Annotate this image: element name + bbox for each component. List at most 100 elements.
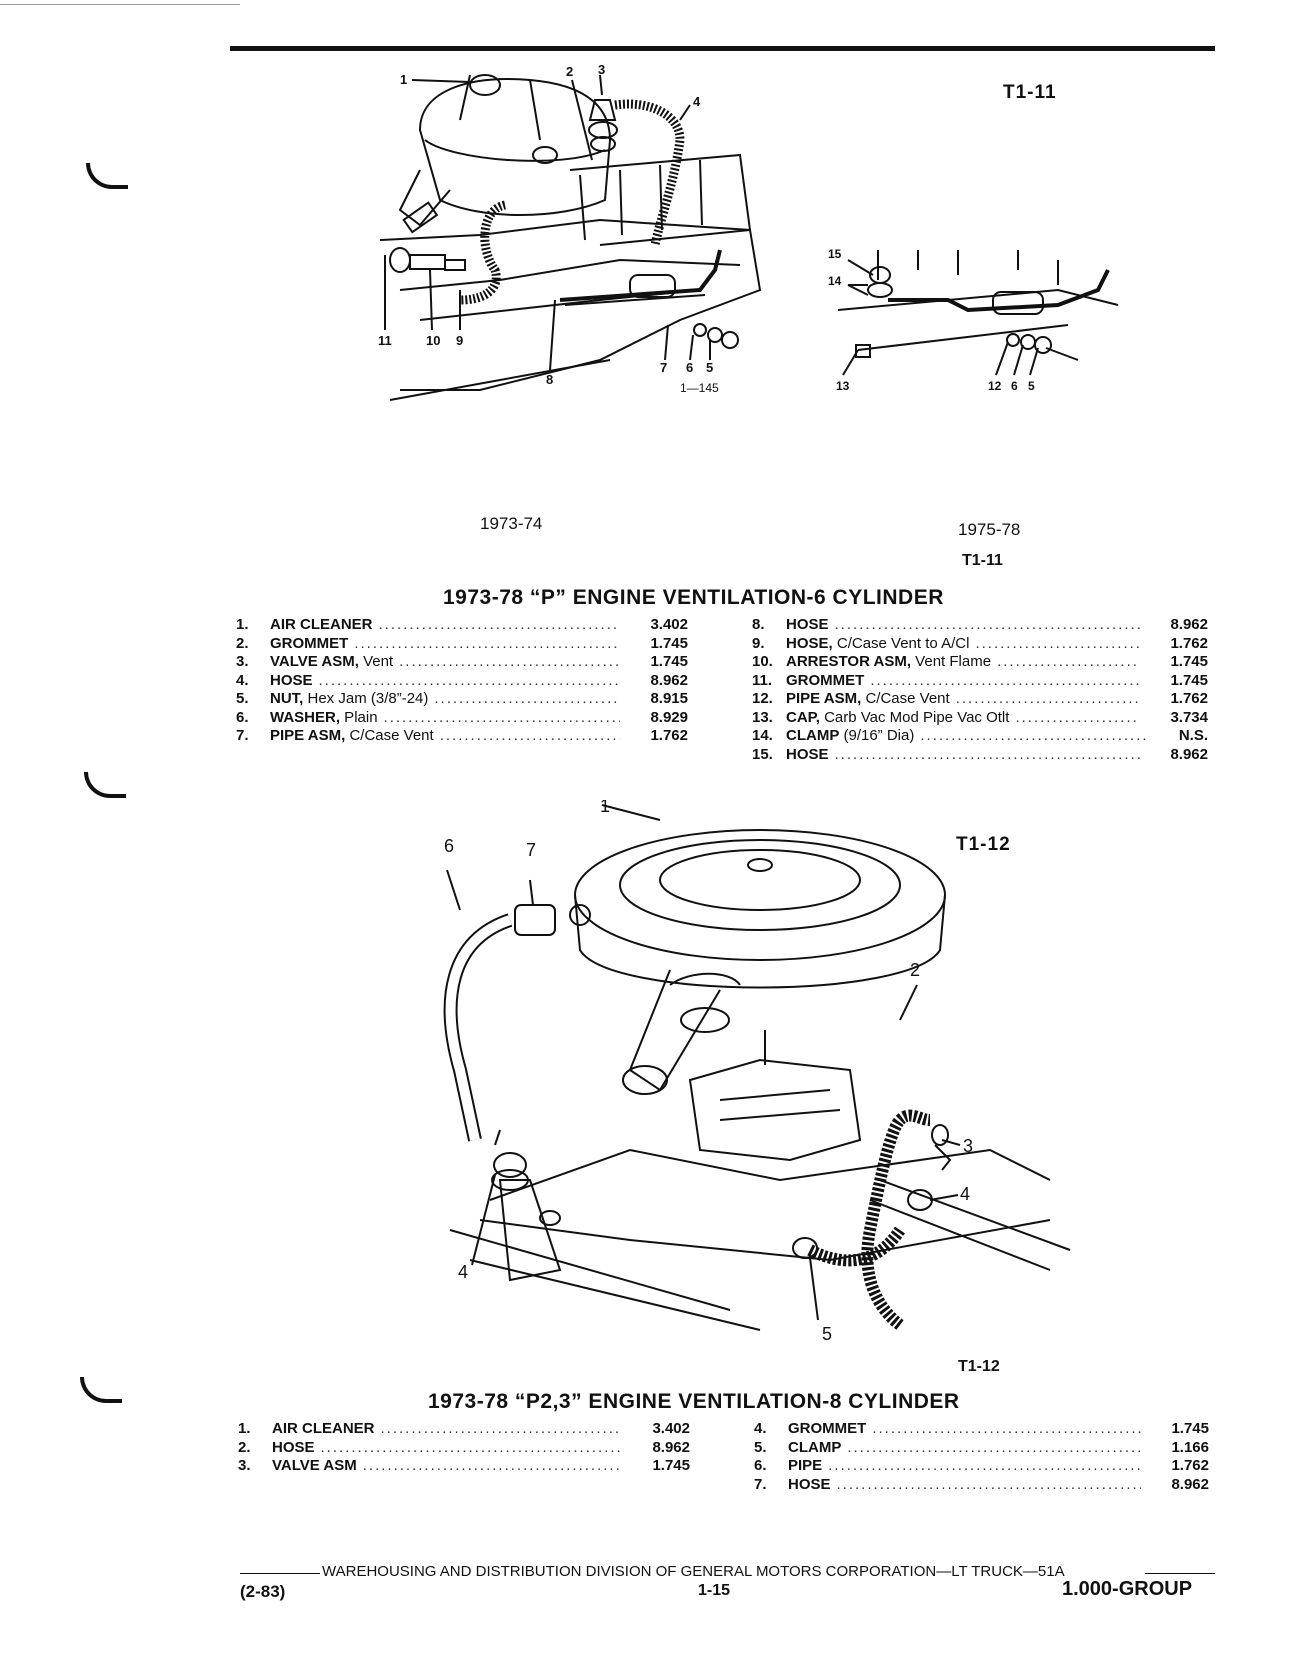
footer-date-code: (2-83) <box>240 1582 286 1601</box>
part-row: 9.HOSE, C/Case Vent to A/Cl.............… <box>752 635 1208 654</box>
part-name-group: AIR CLEANER <box>270 616 373 635</box>
leader-dots: ........................................… <box>834 616 1141 633</box>
part-row: 1. AIR CLEANER...........................… <box>238 1420 690 1439</box>
part-number: 1. <box>238 1420 251 1437</box>
group-number: 3.734 <box>1170 708 1208 726</box>
part-number: 5. <box>236 690 249 707</box>
scan-edge-line <box>0 4 240 5</box>
leader-dots: ........................................… <box>872 1420 1142 1437</box>
part-row: 11. GROMMET..............................… <box>752 672 1208 691</box>
part-row: 15.HOSE.................................… <box>752 746 1208 765</box>
part-number: 4. <box>754 1420 767 1437</box>
part-description: Hex Jam (3/8”-24) <box>303 690 429 707</box>
part-row: 6.PIPE..................................… <box>754 1457 1209 1476</box>
leader-dots: ........................................… <box>828 1457 1141 1474</box>
part-name-group: HOSE, C/Case Vent to A/Cl <box>786 635 969 654</box>
part-name: AIR CLEANER <box>272 1420 375 1437</box>
section2-title: 1973-78 “P2,3” ENGINE VENTILATION-8 CYLI… <box>428 1390 960 1413</box>
part-number: 3. <box>236 653 249 670</box>
callout-13: 13 <box>836 379 850 393</box>
part-number: 7. <box>754 1475 767 1493</box>
caption-1975-78: 1975-78 <box>958 520 1021 539</box>
part-name: PIPE ASM, <box>786 690 862 707</box>
binder-mark-top <box>86 163 128 189</box>
part-name: GROMMET <box>788 1420 867 1437</box>
part-name-group: HOSE <box>786 616 829 635</box>
part-row: 10.ARRESTOR ASM, Vent Flame.............… <box>752 653 1208 672</box>
part-name-group: HOSE <box>270 672 313 691</box>
part-number: 3. <box>238 1457 251 1474</box>
callout-8: 8 <box>546 372 553 387</box>
part-name-group: PIPE ASM, C/Case Vent <box>786 690 950 709</box>
callout-5b: 5 <box>1028 379 1035 393</box>
part-row: 3.VALVE ASM.............................… <box>238 1457 690 1476</box>
callout-pipe: 6 <box>444 836 454 856</box>
footer-rule-right <box>1145 1573 1215 1574</box>
group-number: N.S. <box>1178 727 1208 744</box>
caption-1973-74: 1973-74 <box>480 514 543 533</box>
part-name: PIPE ASM, <box>270 727 346 744</box>
group-number: 1.745 <box>1170 653 1208 670</box>
group-number: 1.745 <box>652 1457 690 1474</box>
group-number: 8.962 <box>650 671 688 689</box>
part-number: 7. <box>236 727 249 744</box>
part-number: 11. <box>752 671 773 689</box>
section1-title: 1973-78 “P” ENGINE VENTILATION-6 CYLINDE… <box>443 586 944 609</box>
part-row: 5.CLAMP.................................… <box>754 1439 1209 1458</box>
part-name: AIR CLEANER <box>270 616 373 633</box>
engine-diagram-1975-78: 15 14 13 12 6 5 <box>828 247 1119 393</box>
callout-6b: 6 <box>1011 379 1018 393</box>
callout-6: 6 <box>686 360 693 375</box>
callout-7: 7 <box>660 360 667 375</box>
figure-id-label-bottom-caption: T1-12 <box>958 1358 1000 1375</box>
part-name-group: CLAMP <box>788 1439 841 1458</box>
part-row: 8. HOSE..................................… <box>752 616 1208 635</box>
leader-dots: ........................................… <box>362 1457 623 1474</box>
part-name: NUT, <box>270 690 304 707</box>
part-name: PIPE <box>788 1457 823 1474</box>
callout-12: 12 <box>988 379 1002 393</box>
group-number: 8.962 <box>1171 1475 1209 1493</box>
callout-5: 5 <box>706 360 713 375</box>
part-name-group: PIPE ASM, C/Case Vent <box>270 727 434 746</box>
group-number: 1.762 <box>1171 1457 1209 1474</box>
leader-dots: ........................................… <box>320 1438 623 1456</box>
leader-dots: ........................................… <box>383 708 621 726</box>
figure-id-label-top-bottom: T1-11 <box>962 552 1003 569</box>
figure-id-label-bottom: T1-12 <box>956 834 1011 855</box>
footer-rule-left <box>240 1573 320 1574</box>
leader-dots: ........................................… <box>354 634 620 652</box>
part-row: 14.CLAMP (9/16” Dia)....................… <box>752 727 1208 746</box>
callout-grommet-right: 4 <box>960 1184 970 1204</box>
part-name-group: CLAMP (9/16” Dia) <box>786 727 914 746</box>
callout-valve-asm: 3 <box>963 1136 973 1156</box>
part-name-group: GROMMET <box>786 672 864 691</box>
part-name: HOSE <box>270 671 313 689</box>
part-number: 13. <box>752 708 773 726</box>
section1-parts-right: 8. HOSE..................................… <box>752 616 1208 764</box>
leader-dots: ........................................… <box>380 1420 623 1437</box>
part-number: 8. <box>752 616 765 633</box>
part-name-group: GROMMET <box>270 635 348 654</box>
part-description: C/Case Vent <box>861 690 950 707</box>
callout-4: 4 <box>693 94 701 109</box>
group-number: 1.745 <box>1171 1420 1209 1437</box>
part-number: 2. <box>236 634 249 652</box>
part-name-group: NUT, Hex Jam (3/8”-24) <box>270 690 428 709</box>
group-number: 8.929 <box>650 708 688 726</box>
leader-dots: ........................................… <box>847 1438 1141 1456</box>
part-row: 1.AIR CLEANER...........................… <box>236 616 688 635</box>
leader-dots: ........................................… <box>975 634 1140 652</box>
part-description: Carb Vac Mod Pipe Vac Otlt <box>819 708 1010 726</box>
part-name-group: WASHER, Plain <box>270 709 378 728</box>
leader-dots: ........................................… <box>870 671 1141 689</box>
callout-hose-2: 2 <box>910 960 920 980</box>
part-name: CLAMP <box>786 727 840 744</box>
group-number: 3.402 <box>652 1420 690 1437</box>
part-description: C/Case Vent <box>345 727 434 744</box>
section2-parts-left: 1. AIR CLEANER...........................… <box>238 1420 690 1476</box>
header-rule <box>230 46 1215 51</box>
part-name: ARRESTOR ASM, <box>786 653 912 670</box>
leader-dots: ........................................… <box>399 653 620 670</box>
part-row: 7.PIPE ASM, C/Case Vent.................… <box>236 727 688 746</box>
